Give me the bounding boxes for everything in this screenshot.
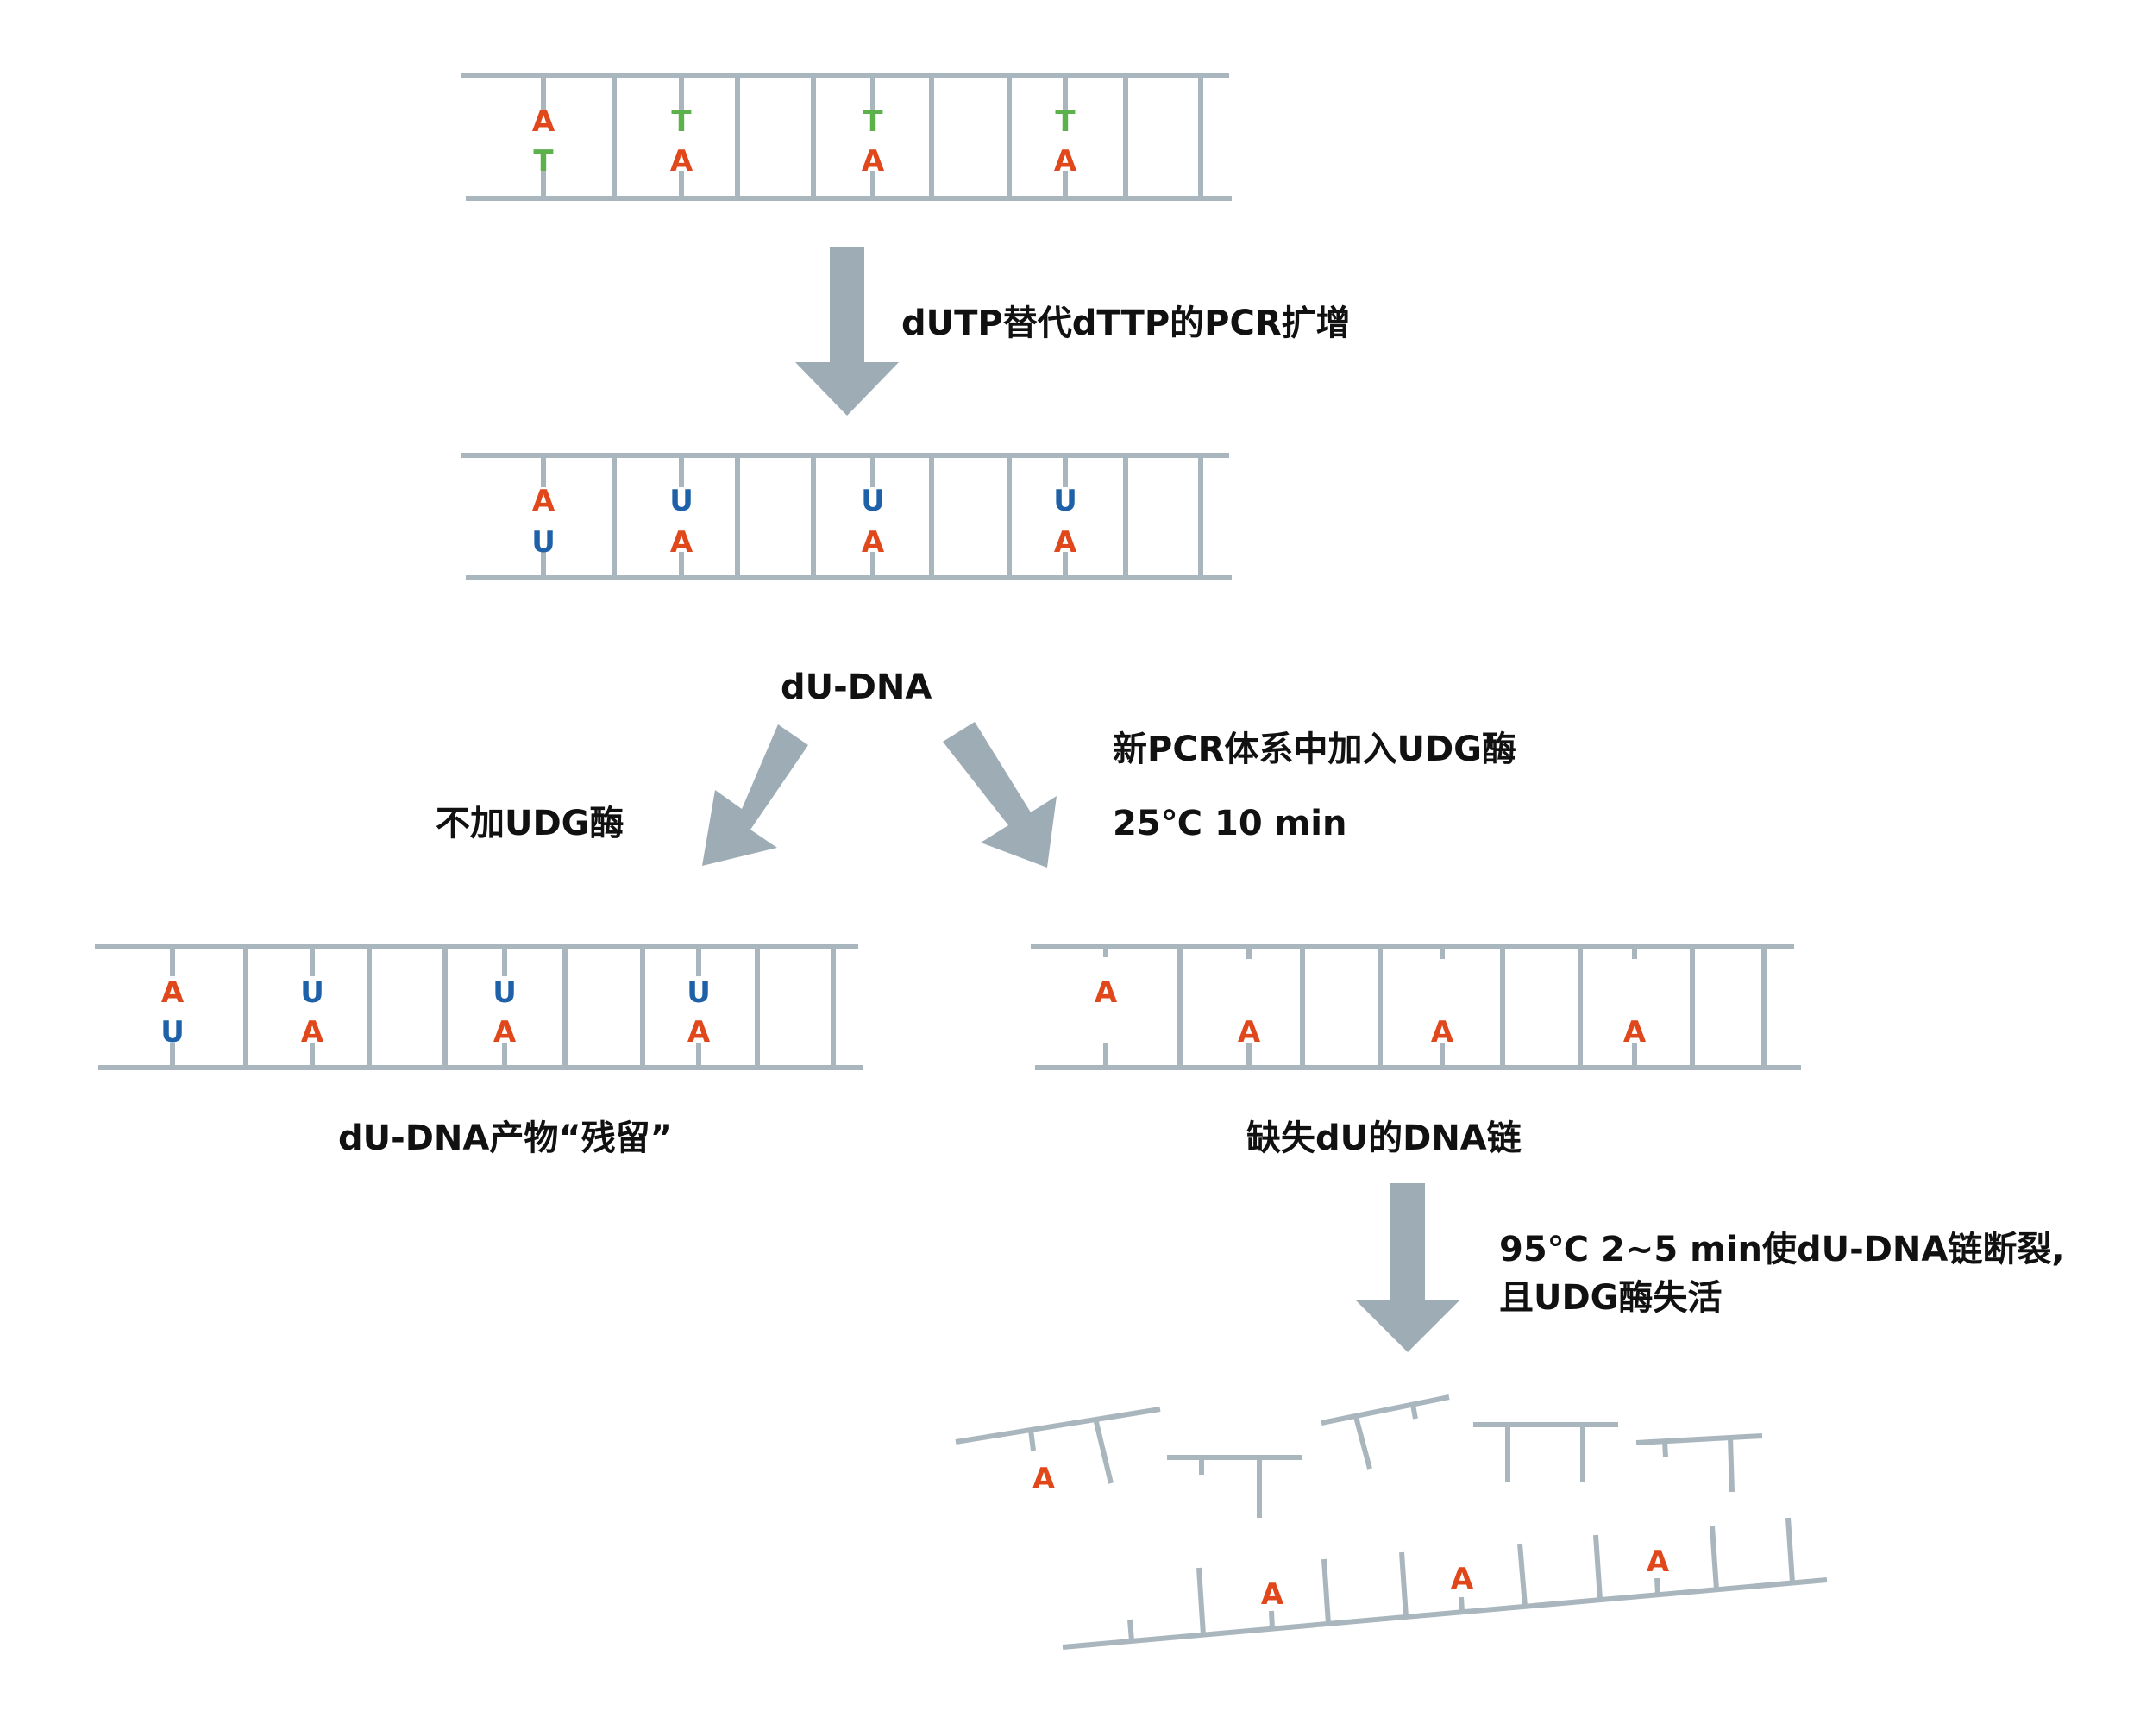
pcr-step-label: dUTP替代dTTP的PCR扩增	[901, 304, 1351, 343]
missing-du-label: 缺失dU的DNA链	[1246, 1119, 1522, 1158]
residual-bottom-base-3: A	[493, 1015, 517, 1050]
no-udg-label: 不加UDG酶	[436, 804, 624, 843]
du-top-base-1: A	[532, 484, 555, 518]
missing-bottom-base-3: A	[1431, 1015, 1454, 1050]
residual-du-dna-strand	[95, 944, 863, 1070]
missing-bottom-base-2: A	[1238, 1015, 1261, 1050]
original-dna-strand	[461, 73, 1232, 201]
du-dna-strand	[461, 453, 1232, 580]
original-bottom-base-1: T	[533, 144, 554, 179]
fragment-upper-base-1: A	[1032, 1462, 1056, 1496]
heat-step-label-line1: 95℃ 2~5 min使dU-DNA链断裂,	[1499, 1230, 2065, 1269]
residual-bottom-base-1: U	[160, 1015, 185, 1050]
original-top-base-4: T	[1055, 104, 1076, 139]
residual-bottom-base-2: A	[301, 1015, 324, 1050]
broken-fragments-upper	[955, 1394, 1763, 1518]
original-bottom-base-4: A	[1054, 144, 1077, 179]
udg-add-label: 新PCR体系中加入UDG酶	[1113, 730, 1516, 769]
residual-bottom-base-4: A	[687, 1015, 711, 1050]
heat-step-label-line2: 且UDG酶失活	[1499, 1278, 1723, 1318]
residual-top-base-4: U	[687, 975, 711, 1010]
fragment-lower-base-1: A	[1261, 1577, 1284, 1612]
residual-top-base-2: U	[300, 975, 324, 1010]
original-bottom-base-3: A	[862, 144, 885, 179]
missing-du-strand	[1031, 944, 1801, 1070]
du-top-base-2: U	[669, 484, 693, 518]
du-bottom-base-4: A	[1054, 525, 1077, 560]
du-dna-label: dU-DNA	[781, 667, 932, 707]
original-top-base-1: A	[532, 104, 555, 139]
template-strand-lower	[1062, 1517, 1828, 1650]
down-arrow-heat	[1356, 1183, 1459, 1352]
residual-top-base-1: A	[161, 975, 185, 1010]
left-diagonal-arrow	[702, 724, 808, 866]
du-bottom-base-1: U	[531, 525, 555, 560]
original-top-base-2: T	[671, 104, 692, 139]
du-top-base-4: U	[1053, 484, 1077, 518]
fragment-lower-base-2: A	[1451, 1562, 1474, 1596]
udg-condition-label: 25℃ 10 min	[1113, 804, 1346, 843]
missing-top-base-1: A	[1095, 975, 1118, 1010]
original-bottom-base-2: A	[670, 144, 693, 179]
residual-label: dU-DNA产物“残留”	[338, 1119, 673, 1158]
residual-top-base-3: U	[493, 975, 517, 1010]
right-diagonal-arrow	[943, 722, 1057, 868]
du-bottom-base-2: A	[670, 525, 693, 560]
original-top-base-3: T	[863, 104, 883, 139]
missing-bottom-base-4: A	[1623, 1015, 1647, 1050]
down-arrow-pcr	[795, 247, 899, 416]
fragment-lower-base-3: A	[1647, 1545, 1670, 1579]
du-top-base-3: U	[861, 484, 885, 518]
du-bottom-base-3: A	[862, 525, 885, 560]
